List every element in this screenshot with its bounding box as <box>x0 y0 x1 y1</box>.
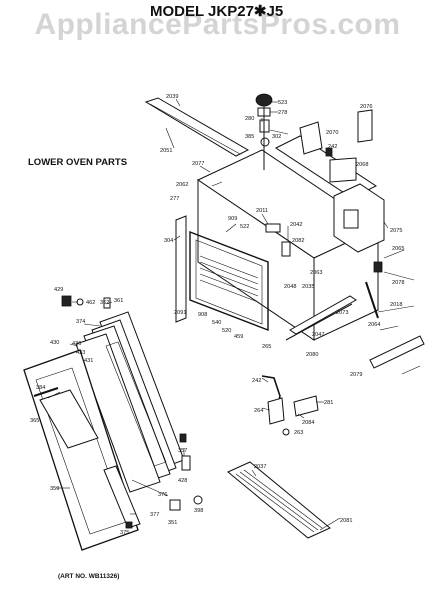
callout-2064: 2064 <box>368 322 380 328</box>
callout-908: 908 <box>198 312 207 318</box>
callout-242b: 242 <box>252 378 261 384</box>
rear-bracket-parts <box>299 109 373 183</box>
callout-384: 384 <box>36 385 45 391</box>
art-number: (ART NO. WB11326) <box>58 573 120 580</box>
callout-2048: 2048 <box>284 284 296 290</box>
callout-278: 278 <box>278 110 287 116</box>
callout-2018: 2018 <box>390 302 402 308</box>
callout-277: 277 <box>170 196 179 202</box>
callout-365: 365 <box>30 418 39 424</box>
callout-2039: 2039 <box>166 94 178 100</box>
callout-359: 359 <box>50 486 59 492</box>
callout-2081: 2081 <box>340 518 352 524</box>
callout-labels: 2039 523 280 278 2076 385 302 2070 242 2… <box>30 94 404 536</box>
callout-431: 431 <box>84 358 93 364</box>
callout-430: 430 <box>50 340 59 346</box>
callout-2062: 2062 <box>176 182 188 188</box>
door-hardware <box>169 433 203 511</box>
callout-357: 357 <box>178 448 187 454</box>
callout-2070: 2070 <box>326 130 338 136</box>
callout-2075: 2075 <box>390 228 402 234</box>
callout-540: 540 <box>212 320 221 326</box>
callout-385: 385 <box>245 134 254 140</box>
callout-376: 376 <box>158 492 167 498</box>
callout-522: 522 <box>240 224 249 230</box>
callout-2076: 2076 <box>360 104 372 110</box>
callout-2080: 2080 <box>306 352 318 358</box>
top-rail-part <box>144 97 250 157</box>
callout-265: 265 <box>262 344 271 350</box>
latch-parts <box>261 375 319 436</box>
callout-375: 375 <box>120 530 129 536</box>
callout-2084: 2084 <box>302 420 314 426</box>
callout-398: 398 <box>194 508 203 514</box>
callout-2078: 2078 <box>392 280 404 286</box>
callout-377: 377 <box>150 512 159 518</box>
callout-264: 264 <box>254 408 263 414</box>
callout-2042: 2042 <box>290 222 302 228</box>
callout-462: 462 <box>86 300 95 306</box>
bake-element <box>265 223 425 369</box>
callout-2035: 2035 <box>302 284 314 290</box>
callout-520: 520 <box>222 328 231 334</box>
callout-2047: 2047 <box>312 332 324 338</box>
callout-374: 374 <box>76 319 85 325</box>
callout-362: 362 <box>100 300 109 306</box>
callout-2073: 2073 <box>336 310 348 316</box>
hinge-parts <box>61 295 111 309</box>
callout-361: 361 <box>114 298 123 304</box>
callout-428: 428 <box>178 478 187 484</box>
callout-263: 263 <box>294 430 303 436</box>
watermark: AppliancePartsPros.com <box>34 8 401 41</box>
callout-2011: 2011 <box>256 208 268 214</box>
callout-280: 280 <box>245 116 254 122</box>
callout-2077: 2077 <box>192 161 204 167</box>
callout-909: 909 <box>228 216 237 222</box>
callout-459: 459 <box>234 334 243 340</box>
callout-2082: 2082 <box>292 238 304 244</box>
callout-2068: 2068 <box>356 162 368 168</box>
callout-351: 351 <box>168 520 177 526</box>
callout-281: 281 <box>324 400 333 406</box>
callout-436: 436 <box>72 341 81 347</box>
leader-lines <box>47 98 421 531</box>
callout-429: 429 <box>54 287 63 293</box>
oven-door-assembly <box>23 311 185 551</box>
callout-2079: 2079 <box>350 372 362 378</box>
section-title: LOWER OVEN PARTS <box>28 157 128 168</box>
callout-2063: 2063 <box>310 270 322 276</box>
model-title: MODEL JKP27✱J5 <box>150 3 284 20</box>
callout-302: 302 <box>272 134 281 140</box>
callout-242: 242 <box>328 144 337 150</box>
vent-trim <box>227 461 331 539</box>
callout-304: 304 <box>164 238 173 244</box>
callout-433: 433 <box>76 350 85 356</box>
callout-2051: 2051 <box>160 148 172 154</box>
callout-523: 523 <box>278 100 287 106</box>
callout-2037: 2037 <box>254 464 266 470</box>
callout-2091: 2091 <box>174 310 186 316</box>
callout-2065: 2065 <box>392 246 404 252</box>
